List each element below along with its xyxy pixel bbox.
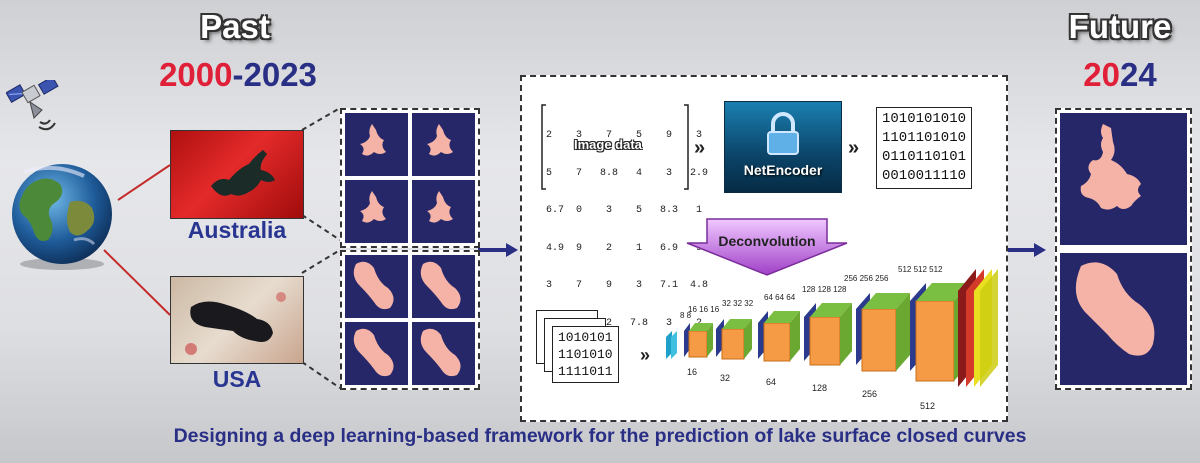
chevron-right-icon: » [694,137,706,159]
network-top-label: 256 256 256 [844,274,889,283]
network-top-label: 8 8 [680,311,692,320]
binary-row: 1101010 [558,347,613,362]
network-top-label: 512 512 512 [898,265,943,274]
process-panel: 2 3 7 5 9 3 5 7 8.8 4 3 2.9 6.7 0 3 5 8.… [520,75,1008,422]
binary-row: 1010101 [558,330,613,345]
matrix-row: 3 7 9 3 7.1 4.8 [546,280,709,291]
future-prediction-panel [1055,108,1192,390]
matrix-row: 5 7 8.8 4 3 2.9 [546,167,709,179]
block-group-64 [758,311,800,362]
network-top-label: 64 64 64 [764,293,796,302]
network-bottom-label: 32 [720,373,731,383]
network-bottom-label: 512 [920,401,936,411]
australia-satellite-image [170,130,304,219]
binary-row: 1010101010 [882,111,967,127]
matrix-row: 2 3 7 5 9 3 [546,130,703,141]
encoded-binary-box: 1010101010 1101101010 0110110101 0010011… [876,107,973,189]
future-year-a: 20 [1083,56,1120,93]
australia-lake-shape [1080,124,1141,210]
network-top-label: 32 32 32 [722,299,754,308]
past-year-end: 2023 [243,56,317,93]
padlock-icon [767,112,799,155]
past-title: Past [200,8,270,45]
input-binary-card: 1010101 1101010 1111011 [552,326,619,383]
future-year-b: 24 [1120,56,1157,93]
usa-mask-grid [340,250,480,390]
network-bottom-label: 16 [687,367,698,377]
australia-mask-grid [340,108,480,248]
block-group-16 [684,323,713,358]
block-group-8 [666,331,677,359]
network-top-label: 128 128 128 [802,285,847,294]
block-group-256 [856,293,910,372]
region-label-usa: USA [212,366,262,392]
figure-caption: Designing a deep learning-based framewor… [173,425,1027,447]
past-years: 2000-2023 [143,56,333,94]
block-group-128 [804,303,852,366]
past-year-start: 2000 [159,56,233,93]
network-bottom-label: 256 [862,389,878,399]
past-year-sep: - [232,56,244,93]
binary-row: 0010011110 [882,168,967,184]
binary-row: 1111011 [558,364,613,379]
matrix-row: 6.7 0 3 5 8.3 1 [546,205,703,216]
decoder-network-diagram [666,269,998,387]
image-data-label: Image data [574,137,642,152]
usa-lake-shape [1075,262,1155,356]
chevron-right-icon: » [640,345,651,365]
netencoder-box: NetEncoder [724,101,842,193]
deconvolution-label: Deconvolution [718,233,816,249]
satellite-icon [6,80,59,131]
block-group-32 [716,319,752,360]
netencoder-label: NetEncoder [743,162,823,178]
earth-globe-icon [12,164,112,270]
usa-satellite-image [170,276,304,364]
matrix-brackets [541,104,689,190]
deconvolution-arrow [686,218,848,276]
network-bottom-label: 64 [766,377,777,387]
network-top-label: 16 16 16 [688,305,720,314]
binary-row: 0110110101 [882,149,967,165]
network-bottom-label: 128 [812,383,828,393]
future-title: Future [1068,8,1172,45]
chevron-right-icon: » [848,137,860,159]
future-year: 2024 [1070,56,1170,94]
region-label-australia: Australia [187,217,287,243]
output-layers [958,269,998,387]
binary-row: 1101101010 [882,130,967,146]
